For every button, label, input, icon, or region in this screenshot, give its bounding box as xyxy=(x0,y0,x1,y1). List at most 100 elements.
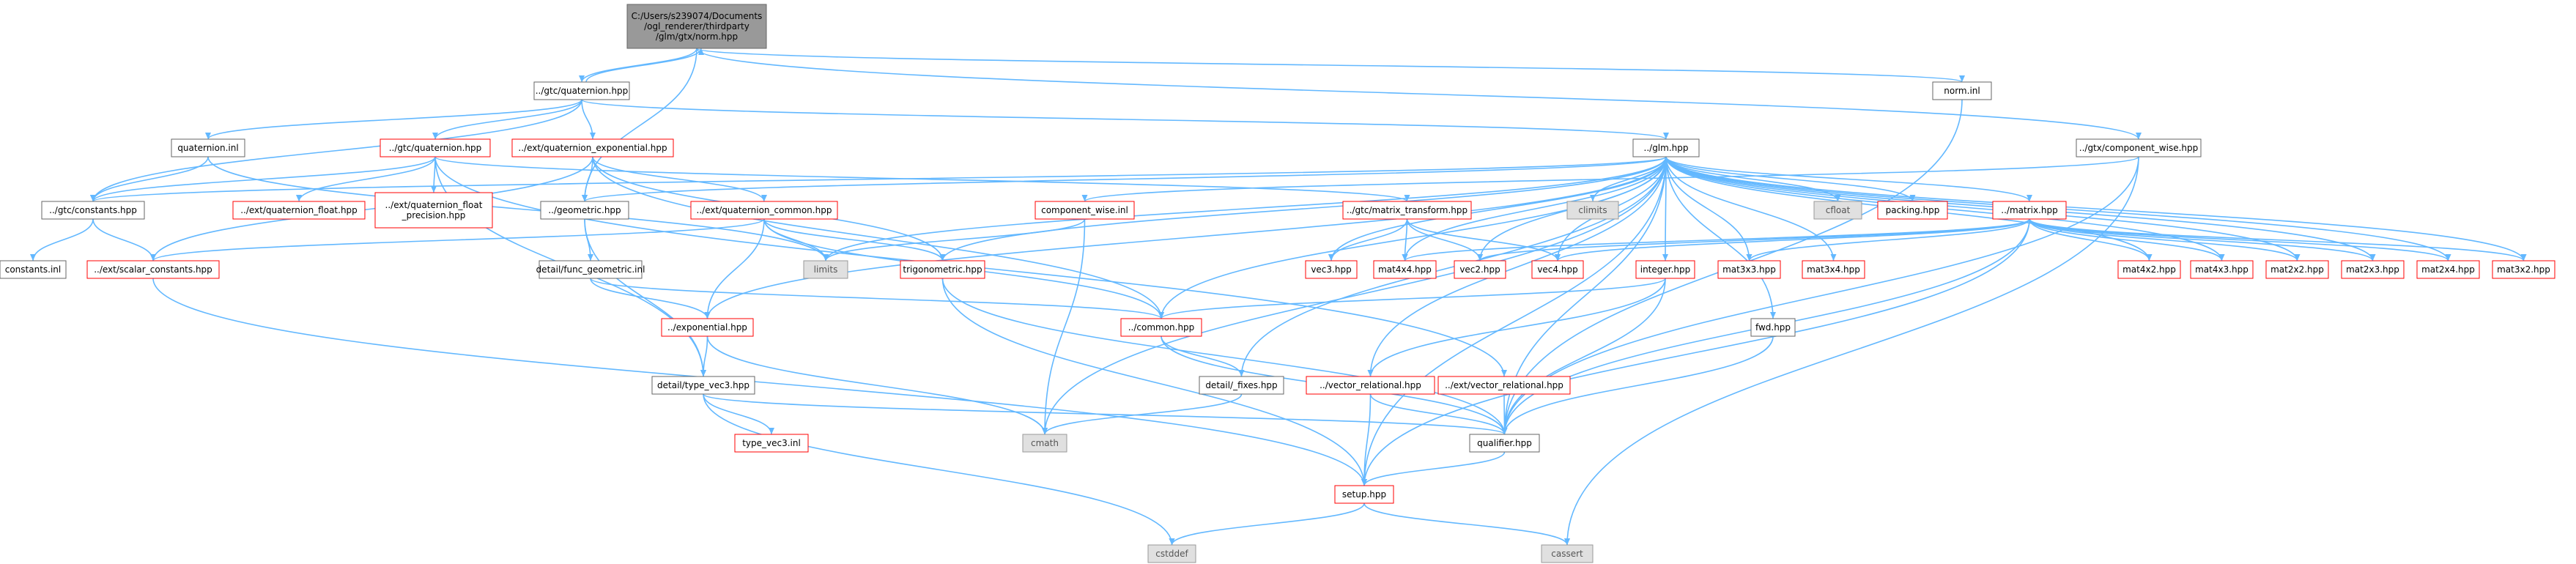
edge-matrix_hpp-to-mat4x3 xyxy=(2029,218,2225,261)
node-box xyxy=(538,260,643,279)
node-label: type_vec3.inl xyxy=(742,438,801,448)
node-box xyxy=(2076,138,2202,157)
node-vec3[interactable]: vec3.hpp xyxy=(1305,260,1358,279)
edge-gtc_matrix_transform-to-vec2 xyxy=(1406,218,1483,261)
edge-ext_quat_common-to-exponential xyxy=(704,218,765,319)
node-quaternion_inl[interactable]: quaternion.inl xyxy=(171,138,245,157)
edge-glm_hpp-to-exponential xyxy=(704,156,1667,319)
node-gtc_matrix_transform[interactable]: ../gtc/matrix_transform.hpp xyxy=(1342,201,1472,220)
node-fwd[interactable]: fwd.hpp xyxy=(1750,318,1796,337)
root-node[interactable]: C:/Users/s239074/Documents/ogl_renderer/… xyxy=(626,4,767,49)
node-vec4[interactable]: vec4.hpp xyxy=(1531,260,1584,279)
node-ext_quat_exp[interactable]: ../ext/quaternion_exponential.hpp xyxy=(511,138,674,157)
node-component_wise_hpp[interactable]: ../gtx/component_wise.hpp xyxy=(2076,138,2202,157)
node-label: detail/func_geometric.inl xyxy=(536,264,645,275)
node-vector_relational[interactable]: ../vector_relational.hpp xyxy=(1306,376,1435,395)
edge-matrix_hpp-to-mat2x4 xyxy=(2029,218,2451,261)
node-label: ../gtc/quaternion.hpp xyxy=(536,86,629,96)
node-label: component_wise.inl xyxy=(1041,205,1128,215)
node-integer[interactable]: integer.hpp xyxy=(1635,260,1695,279)
node-mat3x4[interactable]: mat3x4.hpp xyxy=(1802,260,1865,279)
node-label: setup.hpp xyxy=(1342,489,1386,500)
node-box xyxy=(1992,201,2067,220)
node-constants_inl[interactable]: constants.inl xyxy=(0,260,67,279)
node-ext_quat_float[interactable]: ../ext/quaternion_float.hpp xyxy=(232,201,366,220)
node-box xyxy=(2492,260,2555,279)
node-gtc_quaternion[interactable]: ../gtc/quaternion.hpp xyxy=(380,138,491,157)
edge-vector_relational-to-setup xyxy=(1361,393,1372,486)
node-quaternion_gtx[interactable]: ../gtc/quaternion.hpp xyxy=(533,81,630,100)
node-mat3x2[interactable]: mat3x2.hpp xyxy=(2492,260,2555,279)
node-box xyxy=(651,376,755,395)
edge-glm_hpp-to-trigonometric xyxy=(939,156,1667,261)
node-trigonometric[interactable]: trigonometric.hpp xyxy=(900,260,985,279)
node-label: mat3x2.hpp xyxy=(2497,264,2550,275)
node-label: mat4x4.hpp xyxy=(1378,264,1432,275)
node-ext_scalar_const[interactable]: ../ext/scalar_constants.hpp xyxy=(86,260,220,279)
edge-glm_hpp-to-matrix_hpp xyxy=(1665,156,2032,202)
node-label: mat2x3.hpp xyxy=(2346,264,2399,275)
node-func_geometric[interactable]: detail/func_geometric.inl xyxy=(536,260,645,279)
edge-root-to-component_wise_hpp xyxy=(696,48,2142,140)
edge-func_geometric-to-exponential xyxy=(590,278,711,319)
node-ext_quat_common[interactable]: ../ext/quaternion_common.hpp xyxy=(690,201,838,220)
edge-detail_fixes-to-cmath xyxy=(1042,393,1243,435)
node-ext_vector_relational[interactable]: ../ext/vector_relational.hpp xyxy=(1437,376,1571,395)
node-detail_fixes[interactable]: detail/_fixes.hpp xyxy=(1199,376,1284,395)
node-label: ../matrix.hpp xyxy=(2001,205,2057,215)
node-box xyxy=(1813,201,1862,220)
node-glm_hpp[interactable]: ../glm.hpp xyxy=(1632,138,1700,157)
node-mat2x3[interactable]: mat2x3.hpp xyxy=(2341,260,2405,279)
node-matrix_hpp[interactable]: ../matrix.hpp xyxy=(1992,201,2067,220)
node-box xyxy=(900,260,985,279)
node-packing[interactable]: packing.hpp xyxy=(1877,201,1948,220)
node-setup[interactable]: setup.hpp xyxy=(1334,485,1394,504)
edge-matrix_hpp-to-mat4x4 xyxy=(1402,218,2030,261)
node-norm_inl[interactable]: norm.inl xyxy=(1932,81,1992,100)
node-mat4x2[interactable]: mat4x2.hpp xyxy=(2117,260,2181,279)
node-box xyxy=(1717,260,1781,279)
edge-ext_quat_exp-to-ext_scalar_const xyxy=(150,156,593,261)
edge-glm_hpp-to-gtc_constants xyxy=(90,156,1667,202)
edge-setup-to-cassert xyxy=(1363,502,1570,546)
node-box xyxy=(690,201,838,220)
edge-matrix_hpp-to-mat4x2 xyxy=(2029,218,2153,261)
node-mat3x3[interactable]: mat3x3.hpp xyxy=(1717,260,1781,279)
node-box xyxy=(0,260,67,279)
node-label: ../geometric.hpp xyxy=(548,205,621,215)
node-gtc_constants[interactable]: ../gtc/constants.hpp xyxy=(41,201,145,220)
edge-quaternion_gtx-to-root xyxy=(585,48,704,83)
edge-exponential-to-cmath xyxy=(706,335,1048,435)
node-mat2x4[interactable]: mat2x4.hpp xyxy=(2416,260,2480,279)
node-ext_quat_float_prec[interactable]: ../ext/quaternion_float_precision.hpp xyxy=(374,192,493,229)
node-box xyxy=(511,138,674,157)
node-box xyxy=(1541,544,1594,563)
node-mat4x3[interactable]: mat4x3.hpp xyxy=(2190,260,2254,279)
node-label: /ogl_renderer/thirdparty xyxy=(644,21,750,31)
node-exponential[interactable]: ../exponential.hpp xyxy=(661,318,754,337)
node-label: mat2x4.hpp xyxy=(2421,264,2475,275)
node-geometric[interactable]: ../geometric.hpp xyxy=(540,201,629,220)
node-limits: limits xyxy=(803,260,848,279)
edge-glm_hpp-to-mat4x4 xyxy=(1402,156,1667,261)
node-box xyxy=(1199,376,1284,395)
node-label: ../vector_relational.hpp xyxy=(1320,380,1421,390)
node-cassert: cassert xyxy=(1541,544,1594,563)
edge-ext_scalar_const-to-setup xyxy=(152,278,1367,486)
edge-gtc_matrix_transform-to-vec3 xyxy=(1328,218,1408,261)
node-mat4x4[interactable]: mat4x4.hpp xyxy=(1373,260,1437,279)
node-mat2x2[interactable]: mat2x2.hpp xyxy=(2265,260,2329,279)
node-box xyxy=(1454,260,1506,279)
node-label: fwd.hpp xyxy=(1755,322,1791,333)
edge-root-to-quaternion_gtx xyxy=(579,48,697,83)
node-vec2[interactable]: vec2.hpp xyxy=(1454,260,1506,279)
node-qualifier[interactable]: qualifier.hpp xyxy=(1469,434,1540,453)
node-label: ../gtc/quaternion.hpp xyxy=(389,143,482,153)
edge-trigonometric-to-qualifier xyxy=(941,278,1508,435)
node-component_wise_inl[interactable]: component_wise.inl xyxy=(1035,201,1135,220)
edge-setup-to-cstddef xyxy=(1169,502,1365,546)
node-type_vec3_inl[interactable]: type_vec3.inl xyxy=(734,434,809,453)
node-type_vec3[interactable]: detail/type_vec3.hpp xyxy=(651,376,755,395)
node-common[interactable]: ../common.hpp xyxy=(1120,318,1202,337)
